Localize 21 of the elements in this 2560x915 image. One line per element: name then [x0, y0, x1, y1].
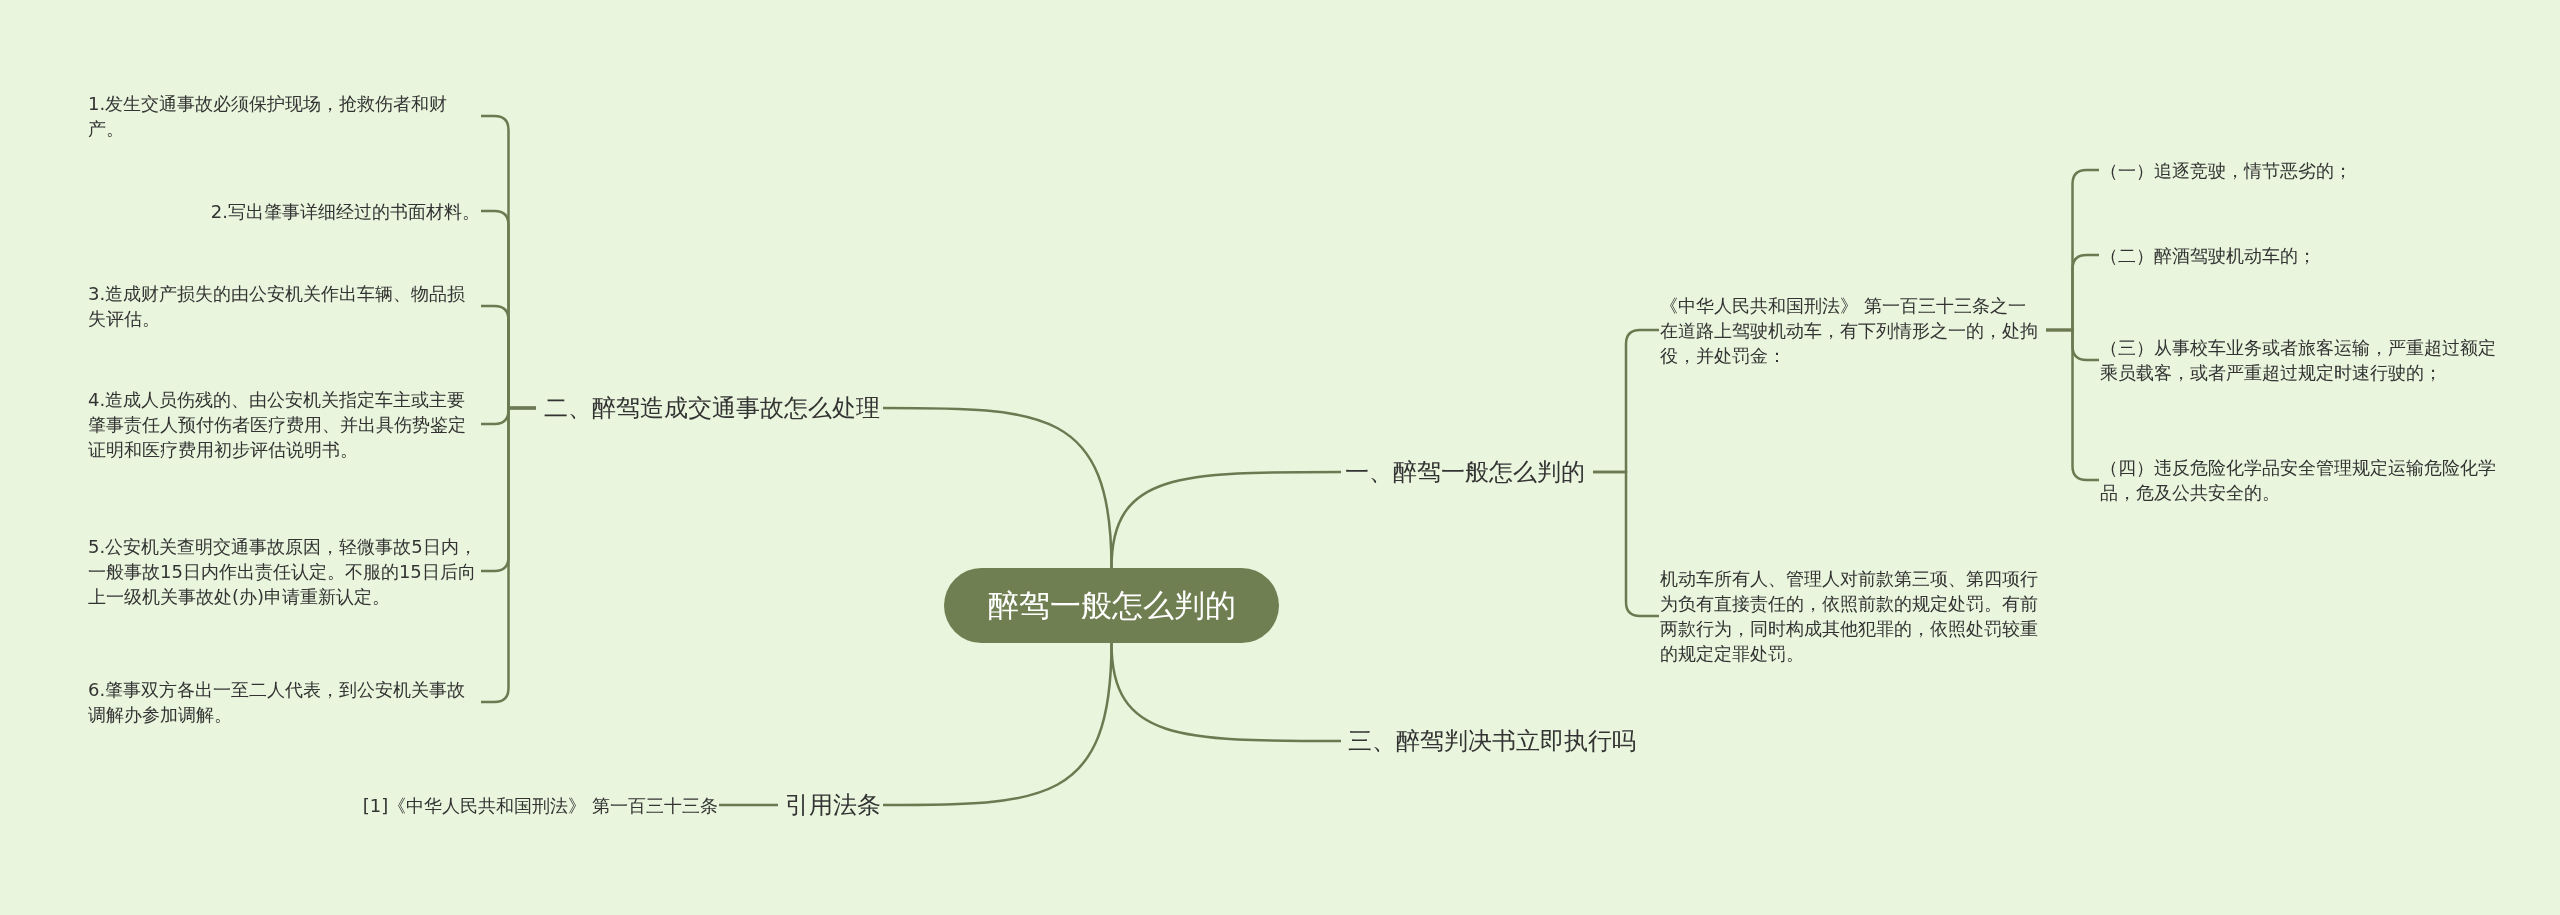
leaf-topic: 机动车所有人、管理人对前款第三项、第四项行为负有直接责任的，依照前款的规定处罚。有前两款行为，同时构成其他犯罪的，依照处罚较重的规定定罪处罚。 — [1660, 562, 2050, 670]
leaf-topic: 5.公安机关查明交通事故原因，轻微事故5日内，一般事故15日内作出责任认定。不服的15日后向上一级机关事故处(办)申请重新认定。 — [88, 516, 480, 626]
leaf-topic: 3.造成财产损失的由公安机关作出车辆、物品损失评估。 — [88, 278, 480, 334]
central-topic-box: 醉驾一般怎么判的 — [944, 568, 1279, 643]
leaf-topic: （二）醉酒驾驶机动车的； — [2100, 240, 2500, 270]
connector-line — [883, 642, 1113, 807]
branch-topic: 二、醉驾造成交通事故怎么处理 — [542, 388, 882, 428]
connector-line — [719, 803, 778, 807]
connector-line — [883, 406, 1113, 569]
leaf-topic: （一）追逐竞驶，情节恶劣的； — [2100, 155, 2500, 185]
leaf-topic: 1.发生交通事故必须保护现场，抢救伤者和财产。 — [88, 88, 480, 144]
leaf-topic: 2.写出肇事详细经过的书面材料。 — [88, 196, 480, 226]
leaf-topic: （三）从事校车业务或者旅客运输，严重超过额定乘员载客，或者严重超过规定时速行驶的； — [2100, 320, 2500, 400]
leaf-topic: 4.造成人员伤残的、由公安机关指定车主或主要肇事责任人预付伤者医疗费用、并出具伤势鉴定证明和医疗费用初步评估说明书。 — [88, 382, 480, 466]
leaf-topic: （四）违反危险化学品安全管理规定运输危险化学品，危及公共安全的。 — [2100, 452, 2500, 508]
branch-topic: 一、醉驾一般怎么判的 — [1342, 452, 1587, 492]
leaf-topic: 6.肇事双方各出一至二人代表，到公安机关事故调解办参加调解。 — [88, 674, 480, 730]
leaf-topic: [1]《中华人民共和国刑法》 第一百三十三条 — [330, 790, 718, 820]
branch-topic: 引用法条 — [784, 785, 882, 825]
branch-topic: 三、醉驾判决书立即执行吗 — [1342, 721, 1642, 761]
leaf-topic: 《中华人民共和国刑法》 第一百三十三条之一在道路上驾驶机动车，有下列情形之一的，处拘役，并处罚金： — [1660, 290, 2040, 370]
